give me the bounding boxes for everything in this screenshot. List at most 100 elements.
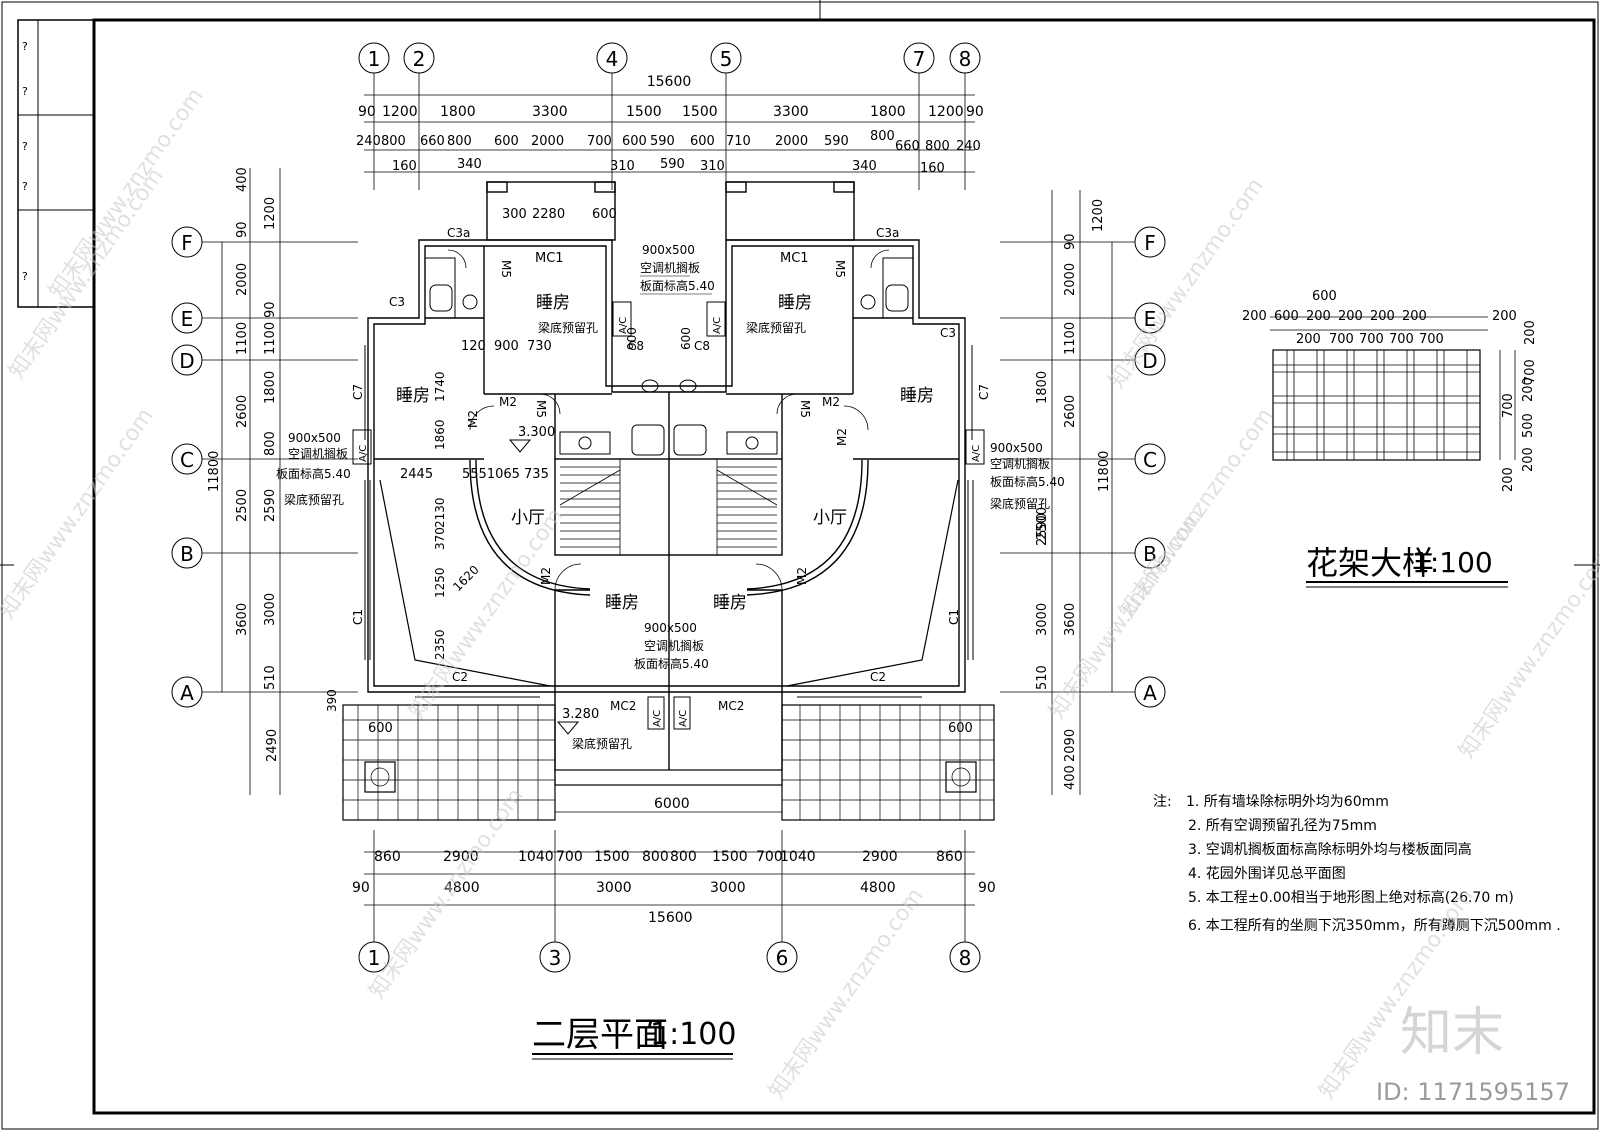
dim-text: 600 — [679, 327, 693, 350]
dim-text: 1620 — [450, 563, 481, 594]
dim-text: 700 — [1389, 332, 1414, 347]
dim-text: 1040 — [518, 849, 554, 865]
axis-bubble-8-bottom: 8 — [949, 941, 981, 973]
window-label: C3a — [876, 226, 899, 240]
id-text: ID: 1171595157 — [1376, 1078, 1570, 1106]
top-dimension-lines — [364, 94, 975, 173]
ac-line1: 空调机搁板 — [990, 456, 1050, 471]
ac-callout-right: 900x500 空调机搁板 板面标高5.40 梁底预留孔 — [990, 441, 1065, 511]
dim-text: 200 — [1523, 320, 1538, 345]
ac-label: A/C — [712, 317, 723, 334]
dim-text: 2000 — [1063, 263, 1078, 296]
ac-line1: 空调机搁板 — [644, 638, 704, 653]
room-label-bedroom: 睡房 — [536, 293, 570, 313]
room-label-bedroom: 睡房 — [605, 593, 639, 613]
door-label: M2 — [466, 410, 480, 428]
note-line: 2. 所有空调预留孔径为75mm — [1188, 818, 1377, 834]
dim-text: 590 — [660, 157, 685, 172]
dim-text: 2500 — [1035, 507, 1050, 540]
window-label: C7 — [351, 384, 365, 400]
level-triangle-icon — [556, 721, 580, 735]
dim-text: 200 — [1306, 309, 1331, 324]
window-label: C8 — [628, 339, 644, 353]
garden-terraces — [342, 704, 995, 821]
axis-bubbles-side: F E D C B A F E D C B A — [171, 226, 1166, 708]
axis-label: 1 — [368, 946, 381, 970]
axis-label: A — [1143, 681, 1157, 705]
axis-label: A — [180, 681, 194, 705]
dim-text: 1500 — [626, 104, 662, 120]
ac-line1: 空调机搁板 — [288, 446, 348, 461]
ac-size: 900x500 — [990, 441, 1043, 455]
ac-size: 900x500 — [644, 621, 697, 635]
dim-text: 590 — [650, 134, 675, 149]
ac-line3: 梁底预留孔 — [538, 320, 598, 335]
title-block-mark: ? — [22, 140, 28, 153]
dims-top-row2: 240 800 660 800 600 2000 700 600 590 600… — [356, 129, 981, 154]
axis-bubble-5-top: 5 — [710, 42, 742, 74]
door-label: M5 — [534, 400, 548, 418]
dim-text: 2280 — [532, 207, 565, 222]
dim-text: 2900 — [443, 849, 479, 865]
dim-text: 700 — [756, 849, 783, 865]
dim-text: 500 — [1521, 413, 1536, 438]
axis-bubble-A-left: A — [171, 676, 203, 708]
dim-text: 2000 — [235, 263, 250, 296]
dim-text: 310 — [610, 159, 635, 174]
bathroom-fixtures — [424, 257, 914, 456]
detail-scale: 1:100 — [1412, 546, 1493, 579]
dim-text: 600 — [368, 721, 393, 736]
dim-text: 200 — [1521, 447, 1536, 472]
dim-text: 1250 — [433, 567, 447, 598]
dim-text: 1100 — [235, 322, 250, 355]
door-swings — [447, 249, 890, 591]
dim-text: 2490 — [265, 729, 280, 762]
level-mark: 3.280 — [562, 707, 599, 722]
axis-bubble-3-bottom: 3 — [539, 941, 571, 973]
title-block-mark: ? — [22, 180, 28, 193]
ac-label: A/C — [618, 317, 629, 334]
stair-treads — [559, 459, 778, 555]
dim-text: 800 — [670, 849, 697, 865]
dim-text: 700 — [587, 134, 612, 149]
dim-text: 800 — [447, 134, 472, 149]
ac-line2: 板面标高5.40 — [276, 466, 351, 481]
room-label-bedroom: 睡房 — [396, 386, 430, 406]
axis-label: D — [179, 349, 194, 373]
dim-text: 600 — [622, 134, 647, 149]
dim-text: 600 — [1312, 289, 1337, 304]
axis-bubble-E-left: E — [171, 302, 203, 334]
detail-title: 花架大样 — [1306, 544, 1434, 582]
dim-text: 3000 — [596, 880, 632, 896]
dim-6000: 6000 — [654, 796, 690, 812]
dim-text: 200 — [1521, 377, 1536, 402]
dim-text: 90 — [978, 880, 996, 896]
dim-text: 200 — [1338, 309, 1363, 324]
level-mark: 3.300 — [518, 425, 555, 440]
axis-label: B — [180, 542, 194, 566]
dim-text: 510 — [1035, 665, 1050, 690]
dim-text: 2445 — [400, 467, 433, 482]
axis-bubble-2-top: 2 — [403, 42, 435, 74]
axis-label: C — [180, 448, 194, 472]
dim-text: 200 — [1402, 309, 1427, 324]
ac-size: 900x500 — [288, 431, 341, 445]
dim-text: 11800 — [1097, 451, 1112, 492]
ac-label: A/C — [678, 710, 689, 727]
ac-line3: 梁底预留孔 — [990, 496, 1050, 511]
dim-text: 3600 — [235, 603, 250, 636]
watermark-text: 知末网www.znzmo.com — [764, 884, 928, 1104]
axis-bubble-F-left: F — [171, 226, 203, 258]
dim-text: 3300 — [773, 104, 809, 120]
notes-label: 注: — [1153, 794, 1172, 810]
dim-text: 510 — [263, 665, 278, 690]
door-label: M5 — [798, 400, 812, 418]
dim-text: 90 — [966, 104, 984, 120]
door-label: MC2 — [610, 699, 636, 713]
dim-text: 600 — [1274, 309, 1299, 324]
dim-text: 2590 — [1035, 513, 1050, 546]
room-label-bedroom: 睡房 — [900, 386, 934, 406]
dim-text: 200 — [1501, 467, 1516, 492]
